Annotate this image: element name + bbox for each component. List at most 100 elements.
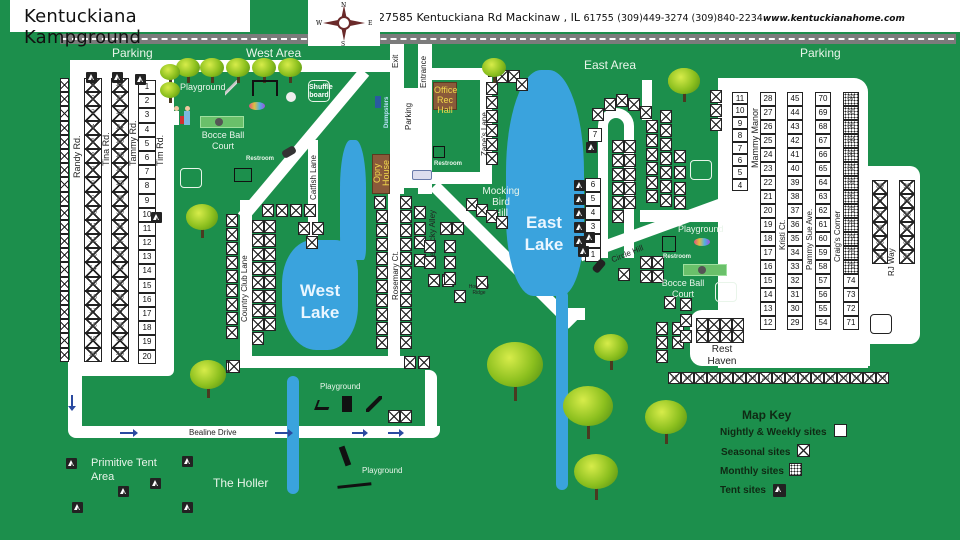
site[interactable]: [660, 194, 672, 207]
site[interactable]: 20: [760, 204, 776, 218]
site[interactable]: 9: [138, 193, 156, 208]
site[interactable]: [60, 219, 69, 235]
site[interactable]: 17: [138, 307, 156, 322]
tent-icon[interactable]: [574, 208, 585, 219]
site[interactable]: 23: [111, 106, 129, 121]
site[interactable]: 20: [138, 349, 156, 364]
site[interactable]: [262, 204, 274, 217]
site[interactable]: [612, 196, 624, 209]
site[interactable]: [652, 270, 664, 283]
site[interactable]: 75: [843, 260, 859, 274]
site[interactable]: 2: [138, 94, 156, 109]
site[interactable]: [672, 322, 684, 335]
site[interactable]: [624, 196, 636, 209]
site[interactable]: 8: [84, 177, 102, 192]
site[interactable]: [60, 191, 69, 206]
site[interactable]: 26: [785, 372, 798, 384]
site[interactable]: 89: [872, 180, 888, 194]
site[interactable]: 5: [732, 166, 748, 179]
site[interactable]: [424, 240, 436, 253]
site[interactable]: [252, 304, 264, 317]
site[interactable]: [732, 330, 744, 343]
site[interactable]: [680, 314, 692, 327]
site[interactable]: 38: [787, 190, 803, 204]
site[interactable]: [376, 252, 388, 265]
site[interactable]: [60, 148, 69, 164]
site[interactable]: 32: [863, 372, 876, 384]
site[interactable]: 17: [760, 246, 776, 260]
site[interactable]: 82: [843, 162, 859, 176]
site[interactable]: [60, 205, 69, 220]
site[interactable]: [376, 280, 388, 293]
site[interactable]: [252, 248, 264, 261]
site[interactable]: 4: [732, 178, 748, 192]
site[interactable]: [660, 110, 672, 123]
site[interactable]: 16: [84, 290, 102, 305]
site[interactable]: 25: [111, 134, 129, 149]
site[interactable]: 77: [872, 194, 888, 208]
site[interactable]: 45: [787, 92, 803, 106]
site[interactable]: 64: [815, 176, 831, 190]
site[interactable]: 22: [111, 92, 129, 107]
site[interactable]: [298, 222, 310, 235]
site[interactable]: 35: [787, 232, 803, 246]
site[interactable]: [252, 234, 264, 247]
site[interactable]: 61: [815, 218, 831, 232]
site[interactable]: [418, 356, 430, 369]
site[interactable]: [376, 266, 388, 279]
site[interactable]: 4: [138, 122, 156, 137]
site[interactable]: 28: [760, 92, 776, 106]
site[interactable]: 83: [843, 148, 859, 162]
site[interactable]: 17: [84, 305, 102, 320]
site[interactable]: 32: [787, 274, 803, 288]
site[interactable]: 15: [760, 274, 776, 288]
site[interactable]: [60, 248, 69, 263]
tent-icon[interactable]: [150, 478, 161, 489]
site[interactable]: [440, 222, 452, 235]
site[interactable]: 56: [815, 288, 831, 302]
site[interactable]: 26: [760, 120, 776, 134]
site[interactable]: 37: [787, 204, 803, 218]
site[interactable]: 43: [787, 120, 803, 134]
site[interactable]: [680, 330, 692, 343]
bealine-drive-road[interactable]: [68, 426, 440, 438]
site[interactable]: [486, 152, 498, 165]
site[interactable]: 18: [84, 319, 102, 334]
site[interactable]: 6: [732, 153, 748, 167]
site[interactable]: 15: [84, 276, 102, 291]
site[interactable]: [276, 204, 288, 217]
site[interactable]: [264, 262, 276, 275]
site[interactable]: 32: [111, 234, 129, 249]
site[interactable]: [604, 98, 616, 111]
site[interactable]: [400, 238, 412, 251]
site[interactable]: [376, 224, 388, 237]
site[interactable]: [60, 290, 69, 305]
site[interactable]: 11: [84, 219, 102, 235]
site[interactable]: [60, 276, 69, 291]
site[interactable]: [624, 140, 636, 153]
site[interactable]: [290, 204, 302, 217]
site[interactable]: [624, 154, 636, 167]
site[interactable]: 21: [760, 190, 776, 204]
site[interactable]: [656, 336, 668, 349]
site[interactable]: 67: [815, 134, 831, 148]
site[interactable]: [306, 236, 318, 249]
site[interactable]: [404, 356, 416, 369]
site[interactable]: 31: [787, 288, 803, 302]
site[interactable]: 20: [707, 372, 720, 384]
site[interactable]: [710, 104, 722, 117]
site[interactable]: 84: [843, 134, 859, 148]
site[interactable]: [444, 240, 456, 253]
site[interactable]: [374, 196, 386, 209]
site[interactable]: 2: [84, 92, 102, 107]
site[interactable]: [226, 312, 238, 325]
site[interactable]: 63: [815, 190, 831, 204]
site[interactable]: [674, 182, 686, 195]
site[interactable]: 17: [668, 372, 681, 384]
site[interactable]: 23: [746, 372, 759, 384]
site[interactable]: [612, 182, 624, 195]
site[interactable]: 29: [824, 372, 837, 384]
site[interactable]: 39: [111, 333, 129, 348]
site[interactable]: [486, 124, 498, 137]
site[interactable]: [640, 106, 652, 119]
